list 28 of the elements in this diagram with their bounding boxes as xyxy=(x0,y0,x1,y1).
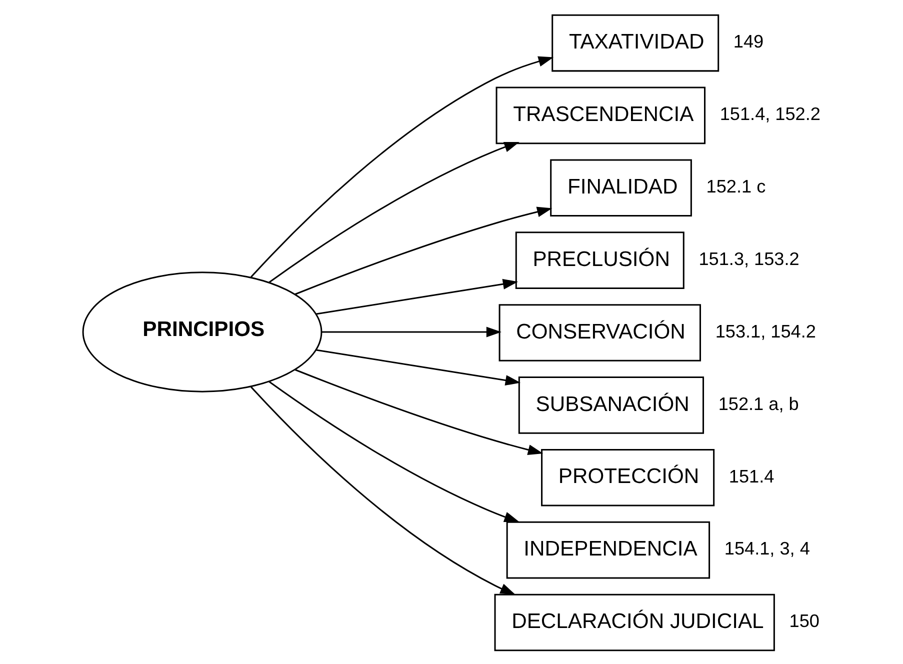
node-label: 151.4, 152.2 xyxy=(719,104,820,124)
node-box: TRASCENDENCIA xyxy=(495,86,706,144)
arrow xyxy=(250,56,554,278)
arrow xyxy=(268,142,519,283)
node-box: FINALIDAD xyxy=(550,159,692,217)
node-box: CONSERVACIÓN xyxy=(498,304,700,362)
node-box: TAXATIVIDAD xyxy=(551,14,719,72)
node-label: 154.1, 3, 4 xyxy=(724,538,810,559)
arrow xyxy=(294,206,552,295)
node-label: 152.1 c xyxy=(706,176,766,197)
arrow xyxy=(268,381,519,522)
node-label: 152.1 a, b xyxy=(718,394,798,414)
node-label: 150 xyxy=(788,611,819,632)
node-label: 151.3, 153.2 xyxy=(698,249,799,269)
node-label: 149 xyxy=(732,32,764,52)
arrow xyxy=(316,349,520,386)
node-ellipse: PRINCIPIOS xyxy=(82,272,322,392)
node-box: INDEPENDENCIA xyxy=(506,521,710,579)
node-box: DECLARACIÓN JUDICIAL xyxy=(494,594,774,652)
node-label: 153.1, 154.2 xyxy=(714,321,816,342)
node-box: PROTECCIÓN xyxy=(540,448,714,506)
node-label: 151.4 xyxy=(728,466,774,486)
node-box: PRECLUSIÓN xyxy=(514,232,684,289)
node-box: SUBSANACIÓN xyxy=(518,376,704,434)
arrow xyxy=(321,326,502,338)
arrow xyxy=(250,386,515,595)
arrow xyxy=(294,369,543,455)
arrow xyxy=(316,278,518,315)
